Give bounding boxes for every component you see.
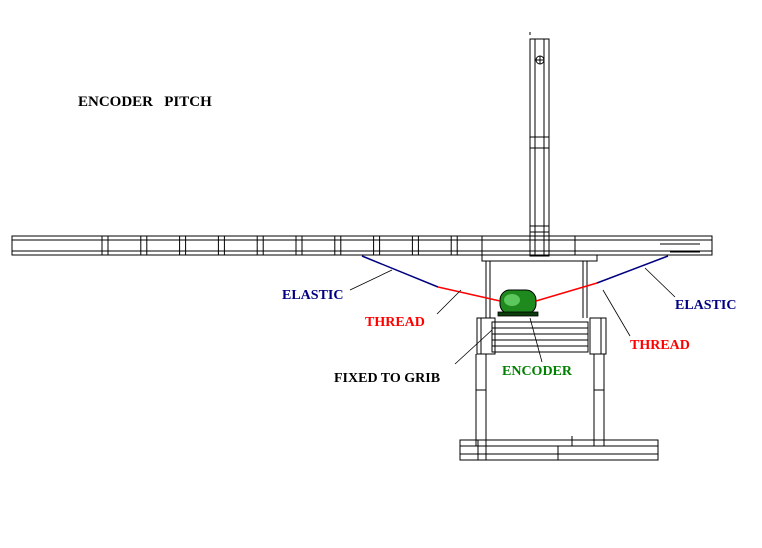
- beam-slot: [450, 235, 458, 256]
- elastic-left-label: ELASTIC: [282, 288, 343, 303]
- horizontal-beam: [11, 235, 713, 256]
- leader-lines: [349, 267, 676, 365]
- thread-left-label: THREAD: [365, 315, 425, 330]
- beam-slot: [101, 235, 109, 256]
- beam-slot: [256, 235, 264, 256]
- encoder-label: ENCODER: [502, 364, 573, 379]
- beam-slot: [179, 235, 187, 256]
- elastic-right-label: ELASTIC: [675, 298, 736, 313]
- beam-slot: [334, 235, 342, 256]
- beam-slot: [140, 235, 148, 256]
- vertical-mast: [529, 32, 550, 257]
- beam-slot: [373, 235, 381, 256]
- beam-slot: [295, 235, 303, 256]
- thread-right-line: [535, 282, 598, 302]
- beam-slot: [217, 235, 225, 256]
- diagram-title: ENCODER PITCH: [78, 94, 212, 110]
- beam-slots: [101, 235, 458, 256]
- elastic-right-line: [596, 255, 669, 284]
- elastic-left-line: [361, 255, 439, 288]
- beam-slot: [411, 235, 419, 256]
- fixed-to-grib-label: FIXED TO GRIB: [334, 371, 440, 386]
- encoder-body: [497, 289, 539, 317]
- thread-right-label: THREAD: [630, 338, 690, 353]
- pivot-icon: [535, 55, 545, 65]
- support-frame: [459, 254, 659, 461]
- thread-left-line: [437, 286, 501, 302]
